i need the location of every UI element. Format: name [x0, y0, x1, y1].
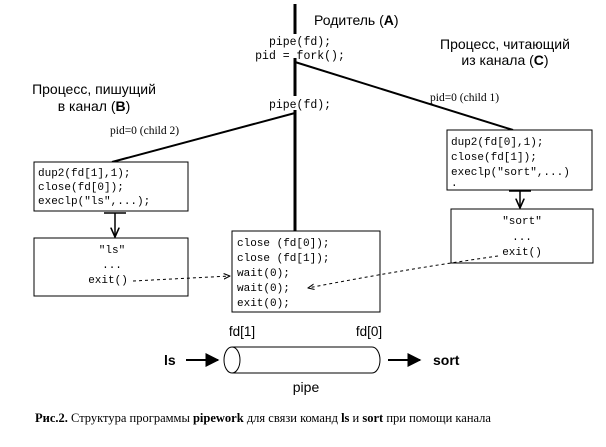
- reader-title-line2: из канала (C): [461, 52, 548, 68]
- writer-dup-box: [33, 161, 189, 212]
- writer-exec-line2: ...: [102, 260, 122, 272]
- parent-code-line2: pid = fork();: [255, 50, 345, 63]
- writer-dup-line1: dup2(fd[1],1);: [38, 168, 130, 180]
- writer-title-line1: Процесс, пишущий: [32, 81, 156, 97]
- writer-title-line2: в канал (B): [58, 98, 131, 114]
- reader-exec-line1: "sort": [502, 216, 542, 228]
- reader-dup-line3: execlp("sort",...): [451, 167, 570, 179]
- parent-wait-line5: exit(0);: [237, 298, 290, 310]
- reader-dup-line4: .: [451, 178, 458, 190]
- parent-wait-box: [231, 230, 381, 313]
- pipe-fd-left: fd[1]: [229, 324, 255, 339]
- pipe-label: pipe: [293, 379, 320, 395]
- writer-exec-box: [33, 237, 189, 297]
- parent-wait-line4: wait(0);: [237, 283, 290, 295]
- pipe-fd-right: fd[0]: [356, 324, 382, 339]
- reader-title-line1: Процесс, читающий: [440, 36, 570, 52]
- writer-exec-line1: "ls": [99, 245, 125, 257]
- branch-child2: [111, 112, 296, 163]
- reader-dup-line2: close(fd[1]);: [451, 152, 537, 164]
- writer-dup-line3: execlp("ls",...);: [38, 196, 150, 208]
- branch-label-child1: pid=0 (child 1): [430, 92, 499, 104]
- parent-wait-line2: close (fd[1]);: [237, 253, 329, 265]
- exit-sort-to-wait-arrow: [308, 255, 499, 288]
- parent-wait-line1: close (fd[0]);: [237, 238, 329, 250]
- branch-label-child2: pid=0 (child 2): [110, 125, 179, 137]
- branch-child1: [294, 61, 514, 131]
- figure-caption: Рис.2. Структура программы pipework для …: [35, 411, 491, 425]
- reader-exec-line2: ...: [512, 232, 532, 244]
- parent-wait-line3: wait(0);: [237, 268, 290, 280]
- exit-ls-to-wait-arrow: [132, 276, 230, 282]
- pipe-output-label: sort: [433, 352, 460, 368]
- parent-code-line1: pipe(fd);: [269, 36, 331, 49]
- reader-dup-line1: dup2(fd[0],1);: [451, 137, 543, 149]
- writer-dup-line2: close(fd[0]);: [38, 182, 124, 194]
- writer-exec-line3: exit(): [88, 275, 128, 287]
- reader-dup-box: [446, 129, 593, 191]
- pipe-input-label: ls: [164, 352, 176, 368]
- reader-exec-box: [450, 208, 594, 264]
- pipe-cylinder: [223, 346, 381, 374]
- reader-exec-line3: exit(): [502, 247, 542, 259]
- parent-label: Родитель (A): [314, 12, 399, 28]
- parent-code-mid: pipe(fd);: [269, 99, 331, 112]
